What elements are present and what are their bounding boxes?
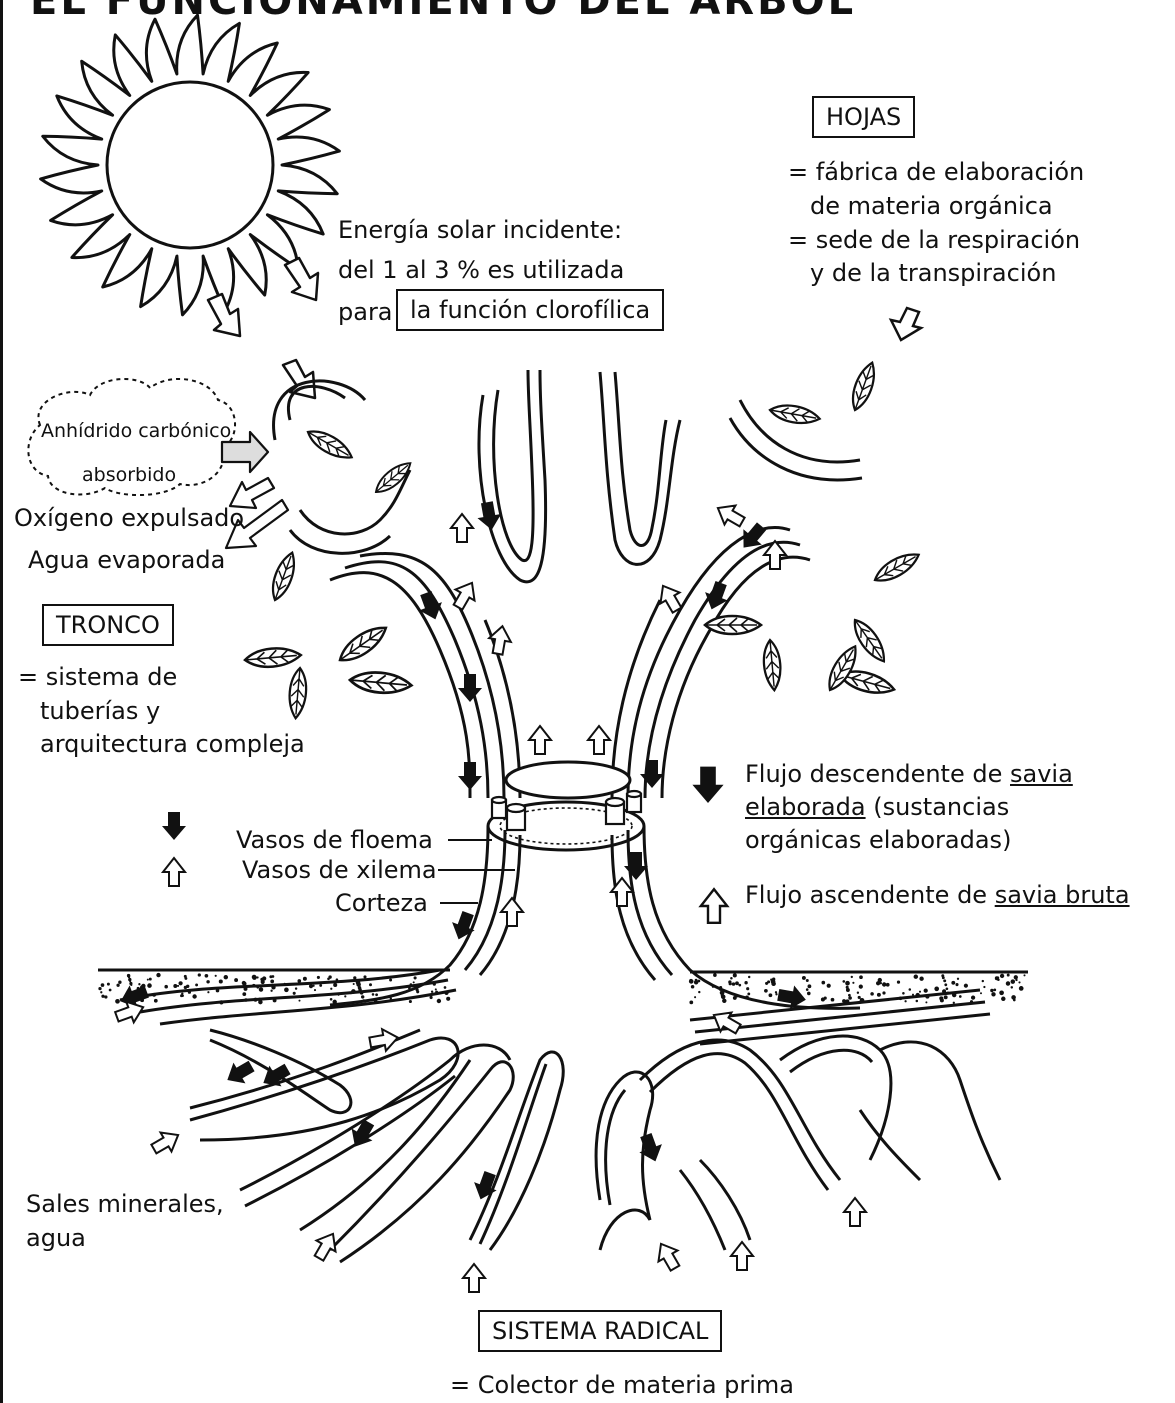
leaves: [244, 360, 922, 719]
descending-flow-line3: orgánicas elaboradas): [745, 828, 1011, 852]
oxygen-label: Oxígeno expulsado: [14, 506, 244, 530]
solar-energy-line1: Energía solar incidente:: [338, 218, 622, 242]
descending-flow-line1: Flujo descendente de savia: [745, 762, 1073, 786]
legend-down-arrow-icon: [162, 812, 186, 840]
descending-flow-prefix: Flujo descendente de: [745, 760, 1002, 788]
hojas-line4: y de la transpiración: [810, 261, 1056, 285]
sap-flow-arrows: [415, 498, 786, 943]
co2-label-line2: absorbido: [82, 464, 176, 486]
sunlight-arrows: [208, 258, 318, 398]
hojas-arrow-icon: [891, 308, 921, 340]
hojas-line1: = fábrica de elaboración: [788, 160, 1084, 184]
tronco-line1: = sistema de: [18, 665, 177, 689]
minerals-line1: Sales minerales,: [26, 1192, 224, 1216]
descending-flow-line2: elaborada (sustancias: [745, 795, 1009, 819]
chlorophyll-function-box: la función clorofílica: [396, 289, 664, 331]
solar-energy-line3-prefix: para: [338, 300, 393, 324]
elaborada-word: elaborada: [745, 793, 866, 821]
water-label: Agua evaporada: [28, 548, 225, 572]
hojas-line3: = sede de la respiración: [788, 228, 1080, 252]
ascending-flow-prefix: Flujo ascendente de: [745, 881, 987, 909]
descending-flow-icon: [692, 767, 723, 803]
ascending-flow-line: Flujo ascendente de savia bruta: [745, 883, 1130, 907]
hojas-line2: de materia orgánica: [810, 194, 1053, 218]
hojas-label: HOJAS: [812, 96, 915, 138]
savia-bruta-word: savia bruta: [995, 881, 1130, 909]
floema-label: Vasos de floema: [236, 828, 433, 852]
descending-flow-paren: (sustancias: [873, 793, 1009, 821]
root-system: [120, 970, 1000, 1262]
sistema-radical-label: SISTEMA RADICAL: [478, 1310, 722, 1352]
tronco-line3: arquitectura compleja: [40, 732, 305, 756]
co2-label-line1: Anhídrido carbónico: [41, 420, 231, 442]
tronco-label: TRONCO: [42, 604, 174, 646]
ascending-flow-icon: [701, 889, 727, 923]
solar-energy-line2: del 1 al 3 % es utilizada: [338, 258, 624, 282]
savia-word: savia: [1010, 760, 1073, 788]
legend-up-arrow-icon: [163, 858, 185, 886]
minerals-line2: agua: [26, 1226, 86, 1250]
xilema-label: Vasos de xilema: [242, 858, 437, 882]
sistema-radical-desc: = Colector de materia prima: [450, 1373, 794, 1397]
tronco-line2: tuberías y: [40, 699, 160, 723]
corteza-label: Corteza: [335, 891, 428, 915]
